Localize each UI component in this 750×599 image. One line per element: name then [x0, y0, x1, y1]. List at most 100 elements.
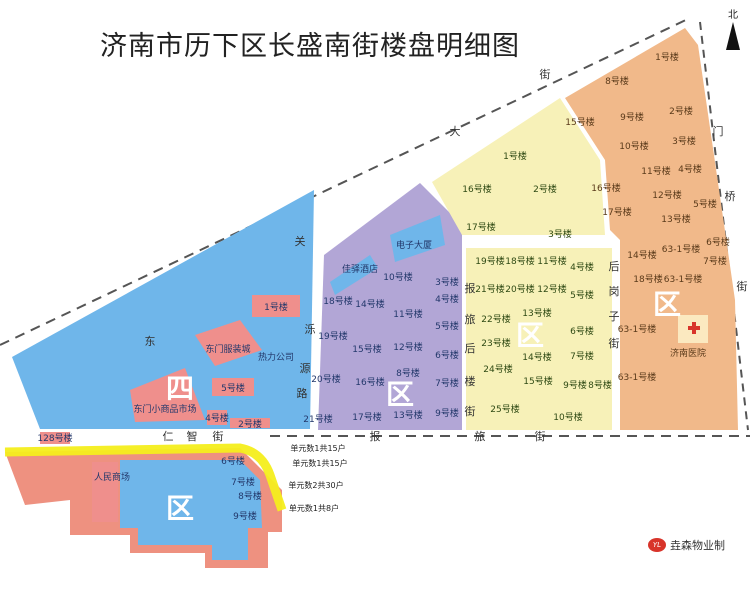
building-west-5 [212, 378, 254, 396]
building-label-east: 63-1号楼 [618, 323, 656, 335]
building-label-south: 6号楼 [221, 455, 245, 467]
brand: YL 垚森物业制 [648, 537, 725, 553]
building-label-purple: 3号楼 [435, 276, 459, 288]
building-label-east: 5号楼 [693, 198, 717, 210]
building-label-yellow-center: 22号楼 [481, 313, 510, 325]
building-label-yellow-north: 2号楼 [533, 183, 557, 195]
road-label: 街 [535, 429, 546, 443]
building-label-east: 8号楼 [605, 75, 629, 87]
road-label: 关 [295, 234, 306, 248]
map-title: 济南市历下区长盛南街楼盘明细图 [100, 31, 520, 62]
brand-logo: YL [648, 538, 666, 552]
road-label: 旅 [465, 312, 476, 326]
building-label-purple: 4号楼 [435, 293, 459, 305]
building-label-east: 15号楼 [565, 116, 594, 128]
highlight-band [4, 443, 287, 512]
building-label-yellow-north: 3号楼 [548, 228, 572, 240]
building-label-west: 128号楼 [37, 432, 72, 444]
building-label-south: 人民商场 [94, 471, 130, 483]
road-label: 后 [609, 260, 620, 273]
building-label-yellow-center: 8号楼 [588, 379, 612, 391]
building-label-purple: 16号楼 [355, 376, 384, 388]
building-label-east: 1号楼 [655, 51, 679, 63]
building-label-purple: 7号楼 [435, 377, 459, 389]
building-label-yellow-center: 6号楼 [570, 325, 594, 337]
building-dianzi [390, 215, 445, 262]
building-label-purple: 12号楼 [393, 341, 422, 353]
building-label-west: 4号楼 [205, 412, 229, 424]
building-label-purple: 电子大厦 [396, 239, 432, 251]
building-label-east: 3号楼 [672, 135, 696, 147]
building-label-west: 5号楼 [221, 382, 245, 394]
building-label-yellow-center: 25号楼 [490, 403, 519, 415]
road-label: 智 [187, 429, 198, 443]
north-label: 北 [728, 10, 738, 21]
building-label-west: 热力公司 [258, 351, 294, 363]
building-label-east: 14号楼 [627, 249, 656, 261]
building-label-yellow-center: 19号楼 [475, 255, 504, 267]
north-arrow-icon [726, 22, 740, 50]
building-label-east: 63-1号楼 [664, 273, 702, 285]
zone-label: 四 [166, 372, 194, 405]
building-label-yellow-center: 5号楼 [570, 289, 594, 301]
road-label: 报 [370, 429, 381, 443]
building-label-east: 17号楼 [602, 206, 631, 218]
building-label-yellow-center: 14号楼 [522, 351, 551, 363]
unit-annotation: 单元数1共15户 [292, 458, 347, 468]
building-label-yellow-center: 15号楼 [523, 375, 552, 387]
road-label: 大 [450, 124, 461, 138]
building-label-west: 2号楼 [238, 418, 262, 430]
building-label-east: 63-1号楼 [662, 243, 700, 255]
road-label: 东 [145, 335, 156, 348]
building-label-yellow-center: 9号楼 [563, 379, 587, 391]
building-128 [40, 432, 70, 444]
building-label-purple: 13号楼 [393, 409, 422, 421]
building-label-south: 8号楼 [238, 490, 262, 502]
building-label-purple: 10号楼 [383, 271, 412, 283]
region-yellow-north [432, 98, 605, 235]
building-label-purple: 21号楼 [303, 413, 332, 425]
building-label-purple: 9号楼 [435, 407, 459, 419]
road-label: 子 [609, 310, 620, 323]
region-west [12, 190, 314, 429]
building-label-purple: 15号楼 [352, 343, 381, 355]
building-label-west: 东门小商品市场 [133, 403, 196, 415]
building-label-yellow-center: 7号楼 [570, 350, 594, 362]
building-label-east: 济南医院 [670, 347, 706, 359]
building-label-east: 4号楼 [678, 163, 702, 175]
unit-annotation: 单元数1共15户 [290, 443, 345, 453]
road-menqiao [699, 21, 749, 431]
road-label: 桥 [725, 190, 736, 203]
road-label: 源 [300, 361, 311, 375]
building-label-east: 18号楼 [633, 273, 662, 285]
road-label: 街 [465, 404, 476, 418]
labels-layer: 东关大街仁智街报旅街报旅后楼街后岗子街门桥街泺源路四区区区区1号楼东门服装城热力… [37, 51, 747, 525]
building-label-purple: 17号楼 [352, 411, 381, 423]
building-label-west: 1号楼 [264, 301, 288, 313]
building-label-east: 10号楼 [619, 140, 648, 152]
building-west-4 [207, 410, 227, 425]
building-west-1 [252, 295, 300, 317]
road-label: 街 [540, 67, 551, 81]
building-label-yellow-center: 13号楼 [522, 307, 551, 319]
building-label-purple: 5号楼 [435, 320, 459, 332]
building-label-east: 6号楼 [706, 236, 730, 248]
building-label-yellow-center: 24号楼 [483, 363, 512, 375]
road-label: 门 [713, 124, 724, 138]
region-yellow-center [466, 248, 612, 430]
road-dongguan [0, 17, 691, 346]
unit-annotation: 单元数1共8户 [289, 503, 339, 513]
building-label-east: 2号楼 [669, 105, 693, 117]
hospital-cross-icon [688, 322, 700, 334]
building-label-yellow-north: 1号楼 [503, 150, 527, 162]
building-label-east: 13号楼 [661, 213, 690, 225]
building-west-2 [230, 418, 270, 428]
road-label: 楼 [465, 374, 476, 388]
road-label: 路 [297, 387, 308, 400]
road-label: 街 [609, 336, 620, 350]
brand-label: 垚森物业制 [670, 539, 725, 552]
building-label-east: 63-1号楼 [618, 371, 656, 383]
building-label-east: 16号楼 [591, 182, 620, 194]
